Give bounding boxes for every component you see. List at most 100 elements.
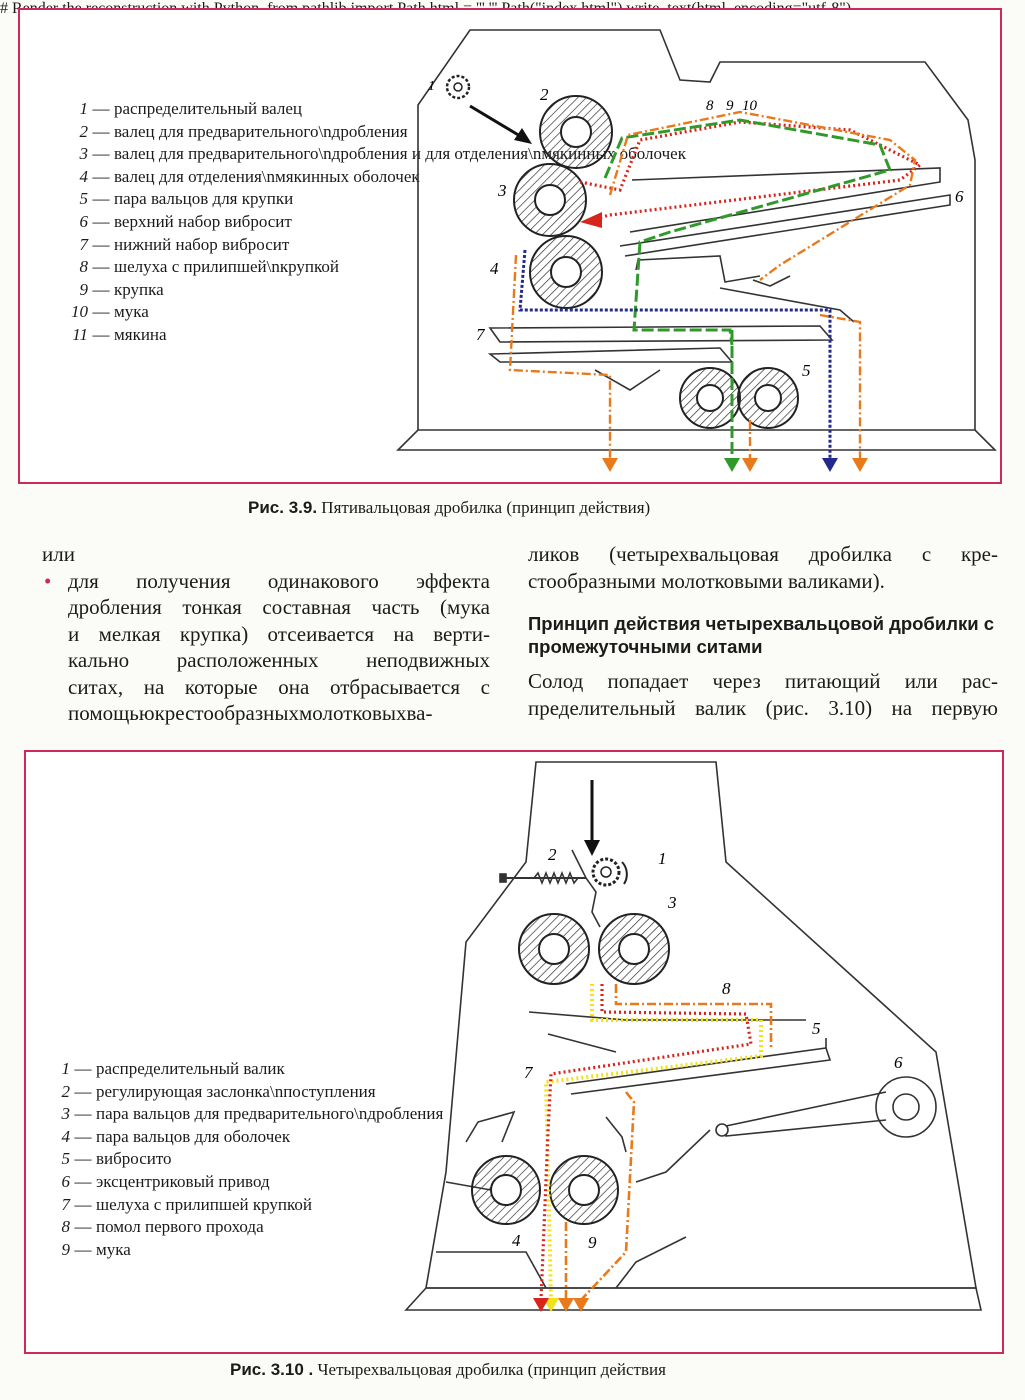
flow-husk-arrow [580, 212, 602, 228]
diagram-label-1: 1 [658, 849, 667, 868]
legend-text: вибросито [96, 1149, 172, 1169]
bullet-line-5: ситах, на которые она отбрасывается с [68, 674, 490, 699]
legend-item: 11—мякина [58, 324, 686, 347]
legend-number: 1 [79, 99, 89, 118]
regulating-flap-2 [499, 849, 601, 928]
diagram-label-5: 5 [812, 1019, 821, 1038]
diagram-label-3: 3 [497, 181, 507, 200]
legend-item: 1—распределительный валик [40, 1058, 443, 1081]
legend-number: 9 [61, 1239, 71, 1259]
feed-arrow [469, 104, 532, 144]
legend-item: 4—валец для отделения\nмякинных оболочек [58, 166, 686, 189]
legend-item: 5—пара вальцов для крупки [58, 188, 686, 211]
vibrating-sieve-5 [565, 1038, 832, 1095]
legend-dash: — [92, 144, 110, 164]
roll-4 [529, 235, 603, 309]
bullet-line-2: дробления тонкая составная часть (мука [68, 595, 490, 619]
legend-number: 2 [79, 121, 89, 141]
flow-flour-arrow-1 [558, 1298, 574, 1312]
legend-dash: — [74, 1104, 92, 1124]
legend-text: пара вальцов для оболочек [96, 1126, 291, 1146]
flow-grits [603, 118, 893, 460]
legend-item: 9—мука [40, 1239, 443, 1262]
legend-text: мякина [114, 324, 167, 344]
flow-chaff [518, 249, 832, 460]
flow-chaff-arrow [822, 458, 838, 472]
legend-item: 8—помол первого прохода [40, 1216, 443, 1239]
diagram-label-10: 10 [742, 98, 758, 114]
flow-grits-arrow [724, 458, 740, 472]
legend-item: 2—валец для предварительного\nдробления [58, 121, 686, 144]
diagram-label-8: 8 [722, 979, 731, 998]
text-column-left: или • для получения одинакового эффекта … [42, 541, 490, 727]
flow-flour-arrow-2 [573, 1298, 589, 1312]
figure-3-9-caption-number: Рис. 3.9. [248, 498, 318, 517]
diagram-label-4: 4 [512, 1231, 521, 1250]
legend-item: 4—пара вальцов для оболочек [40, 1126, 443, 1149]
legend-text: эксцентриковый привод [96, 1171, 270, 1191]
diagram-label-9: 9 [588, 1233, 597, 1252]
legend-number: 5 [79, 189, 89, 209]
legend-number: 4 [79, 166, 89, 186]
legend-dash: — [74, 1217, 92, 1237]
text-column-right: ликов (четырехвальцовая дробилка с кре- … [528, 541, 998, 721]
diagram-label-5: 5 [802, 361, 811, 380]
legend-text: пара вальцов для крупки [114, 189, 294, 209]
legend-number: 3 [79, 144, 89, 164]
legend-number: 5 [61, 1149, 71, 1169]
diagram-label-8: 8 [706, 98, 714, 114]
bullet-line-3: и мелкая крупка) отсеивается на верти- [68, 621, 490, 646]
legend-dash: — [92, 189, 110, 209]
legend-number: 4 [61, 1126, 71, 1146]
legend-item: 7—нижний набор вибросит [58, 234, 686, 257]
right-para-line-1: Солод попадает через питающий или рас- [528, 669, 998, 693]
bullet-line-1: для получения одинакового эффекта [68, 568, 490, 593]
legend-text: распределительный валец [114, 99, 302, 118]
distributor-roll-1 [591, 857, 628, 887]
legend-dash: — [92, 257, 110, 277]
right-para-line-2: пределительный валик (рис. 3.10) на перв… [528, 695, 998, 720]
roll-pair-4 [471, 1155, 619, 1225]
eccentric-drive-6 [715, 1076, 937, 1138]
diagram-label-7: 7 [476, 325, 486, 344]
legend-number: 10 [71, 302, 88, 322]
legend-number: 2 [61, 1081, 71, 1101]
legend-dash: — [92, 234, 110, 254]
legend-text: шелуха с прилипшей\nкрупкой [114, 257, 339, 277]
distributor-roll-1 [445, 74, 471, 100]
legend-dash: — [92, 324, 110, 344]
legend-number: 7 [79, 234, 89, 254]
legend-text: верхний набор вибросит [114, 211, 292, 231]
legend-text: шелуха с прилипшей крупкой [96, 1194, 312, 1214]
roll-pair-5 [679, 367, 799, 429]
legend-item: 7—шелуха с прилипшей крупкой [40, 1194, 443, 1217]
legend-dash: — [92, 279, 110, 299]
roll-2 [539, 95, 613, 169]
legend-number: 8 [61, 1217, 71, 1237]
diagram-label-7: 7 [524, 1063, 534, 1082]
figure-3-10-caption: Рис. 3.10 . Четырехвальцовая дробилка (п… [230, 1360, 666, 1380]
diagram-label-9: 9 [726, 98, 734, 114]
bullet-dot: • [44, 568, 52, 593]
diagram-label-2: 2 [540, 85, 549, 104]
diagram-label-1: 1 [428, 79, 435, 94]
legend-text: крупка [114, 279, 164, 299]
legend-text: пара вальцов для предварительного\nдробл… [96, 1104, 444, 1124]
legend-text: регулирующая заслонка\nпоступления [96, 1081, 376, 1101]
bullet-line-4: кально расположенных неподвижных [68, 648, 490, 672]
legend-dash: — [74, 1171, 92, 1191]
figure-3-10: 1 2 3 4 5 6 7 8 9 1—распределительный ва… [24, 750, 1004, 1354]
legend-number: 9 [79, 279, 89, 299]
legend-text: мука [114, 302, 149, 322]
legend-item: 9—крупка [58, 279, 686, 302]
legend-item: 10—мука [58, 301, 686, 324]
legend-text: мука [96, 1239, 131, 1259]
legend-item: 1—распределительный валец [58, 98, 686, 121]
flow-flour-arrow-3 [852, 458, 868, 472]
legend-text: валец для предварительного\nдробления [114, 121, 408, 141]
flow-flour [564, 984, 773, 1301]
diagram-label-2: 2 [548, 845, 557, 864]
legend-item: 3—пара вальцов для предварительного\nдро… [40, 1103, 444, 1126]
